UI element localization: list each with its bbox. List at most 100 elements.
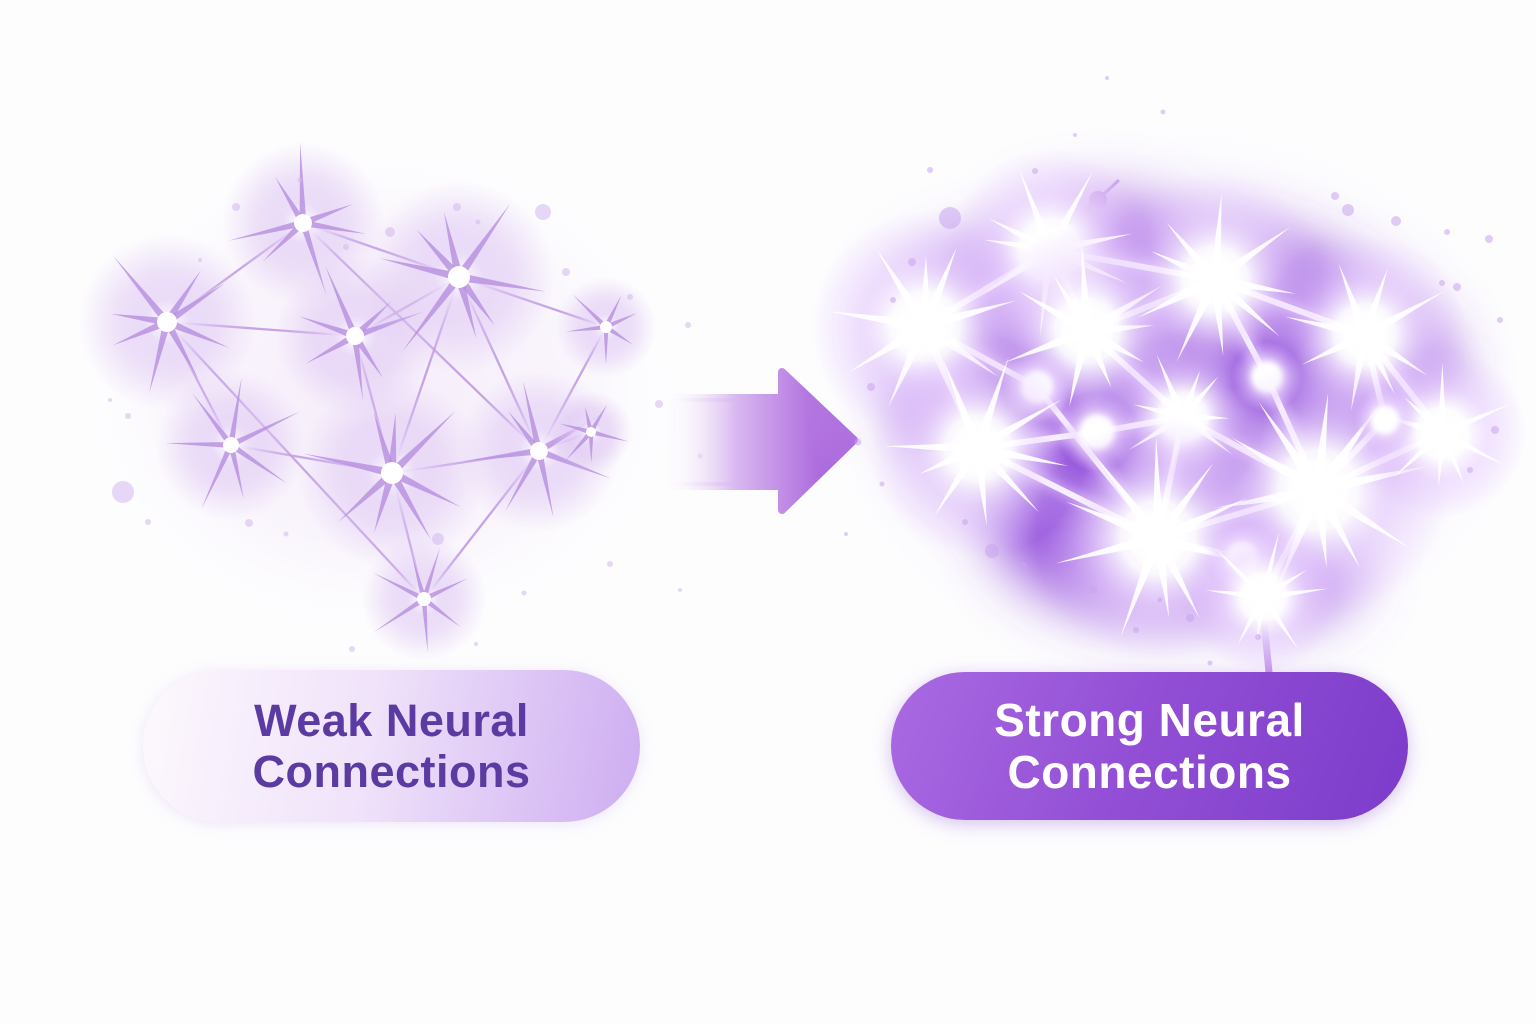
neuron-node: [586, 427, 596, 437]
dendrite-spike: [559, 423, 588, 433]
dust-dot: [939, 207, 961, 229]
neuron-node: [1253, 587, 1273, 607]
dendrite-spike: [1055, 536, 1147, 564]
dust-dot: [655, 400, 663, 408]
dust-dot: [685, 322, 691, 328]
dust-dot: [112, 481, 134, 503]
dust-dot: [1444, 229, 1450, 235]
dendrite-spike: [507, 410, 537, 447]
dendrite-spike: [192, 393, 229, 441]
dendrite-spike: [461, 282, 495, 326]
dendrite-spike: [1438, 362, 1446, 424]
dendrite-spike: [1327, 493, 1410, 549]
dust-dot: [879, 481, 885, 487]
dendrite-spike: [594, 430, 629, 442]
dust-dot: [1255, 634, 1261, 640]
dendrite-spike: [458, 285, 477, 339]
dendrite-spike: [1449, 434, 1505, 466]
dendrite-spike: [399, 474, 461, 507]
dust-dot: [927, 167, 933, 173]
weak-neural-network: [78, 141, 703, 694]
dust-dot: [232, 203, 240, 211]
dendrite-spike: [428, 578, 468, 599]
dendrite-spike: [373, 412, 393, 465]
dust-dot: [198, 258, 202, 262]
dendrite-spike: [149, 329, 169, 394]
strong-label-line1: Strong Neural: [994, 693, 1305, 746]
dendrite-spike: [1393, 436, 1438, 478]
dust-dot: [1186, 614, 1194, 622]
neuron-node: [294, 214, 312, 232]
dendrite-spike: [1314, 393, 1329, 477]
dendrite-spike: [228, 221, 296, 241]
neuron-node: [910, 311, 940, 341]
dendrite-spike: [230, 451, 244, 500]
dendrite-spike: [310, 221, 366, 234]
dendrite-spike: [505, 456, 538, 511]
neuron-node: [1201, 266, 1229, 294]
dendrite-spike: [111, 313, 159, 325]
dendrite-spike: [591, 404, 608, 430]
dust-dot: [475, 219, 481, 225]
dendrite-spike: [1338, 263, 1366, 326]
dendrite-spike: [422, 605, 428, 652]
dust-dot: [908, 258, 916, 266]
dust-dot: [1157, 597, 1163, 603]
dendrite-spike: [113, 255, 164, 318]
dendrite-spike: [305, 337, 350, 364]
dendrite-spike: [423, 547, 441, 594]
dust-dot: [962, 519, 968, 525]
dendrite-spike: [606, 295, 622, 324]
dust-dot: [1453, 283, 1461, 291]
dendrite-spike: [826, 311, 913, 330]
dust-dot: [1439, 280, 1445, 286]
dendrite-spike: [565, 325, 601, 332]
dendrite-spike: [1261, 531, 1280, 590]
dendrite-spike: [1097, 458, 1154, 531]
dendrite-spike: [235, 446, 288, 484]
dendrite-spike: [1215, 548, 1260, 593]
dust-dot: [562, 268, 570, 276]
neuron-node: [1073, 317, 1101, 345]
dendrite-spike: [236, 411, 301, 445]
dendrite-spike: [610, 313, 637, 327]
dust-dot: [521, 590, 527, 596]
dendrite-spike: [1284, 316, 1355, 337]
dendrite-spike: [986, 399, 1063, 446]
dust-dot: [844, 532, 848, 536]
dust-dot: [1019, 562, 1027, 570]
dust-dot: [535, 204, 551, 220]
neuron-node: [1302, 474, 1334, 506]
strong-neural-network: [811, 76, 1527, 676]
dendrite-spike: [1051, 171, 1093, 242]
neuron-node: [1378, 413, 1392, 427]
dust-dot: [125, 413, 131, 419]
dendrite-spike: [374, 481, 393, 533]
dendrite-spike: [1232, 437, 1309, 488]
dendrite-spike: [565, 433, 590, 461]
dust-dot: [1160, 109, 1166, 115]
dendrite-spike: [588, 436, 594, 463]
dendrite-spike: [1265, 602, 1299, 650]
dust-dot: [1491, 426, 1499, 434]
dust-dot: [385, 227, 395, 237]
dust-dot: [145, 519, 151, 525]
dendrite-spike: [1211, 193, 1222, 268]
dendrite-spike: [444, 211, 461, 269]
neuron-node: [157, 312, 177, 332]
neuron-node: [964, 434, 992, 462]
dust-dot: [349, 646, 355, 652]
dendrite-spike: [1168, 498, 1248, 538]
dendrite-spike: [974, 459, 987, 526]
dendrite-spike: [468, 274, 546, 292]
dendrite-spike: [585, 407, 593, 429]
dendrite-spike: [373, 600, 421, 633]
weak-label-line2: Connections: [252, 746, 531, 797]
dendrite-spike: [876, 248, 923, 318]
neuron-node: [530, 442, 548, 460]
dendrite-spike: [169, 270, 202, 317]
dendrite-spike: [1161, 463, 1214, 531]
weak-label-line1: Weak Neural: [254, 694, 529, 746]
